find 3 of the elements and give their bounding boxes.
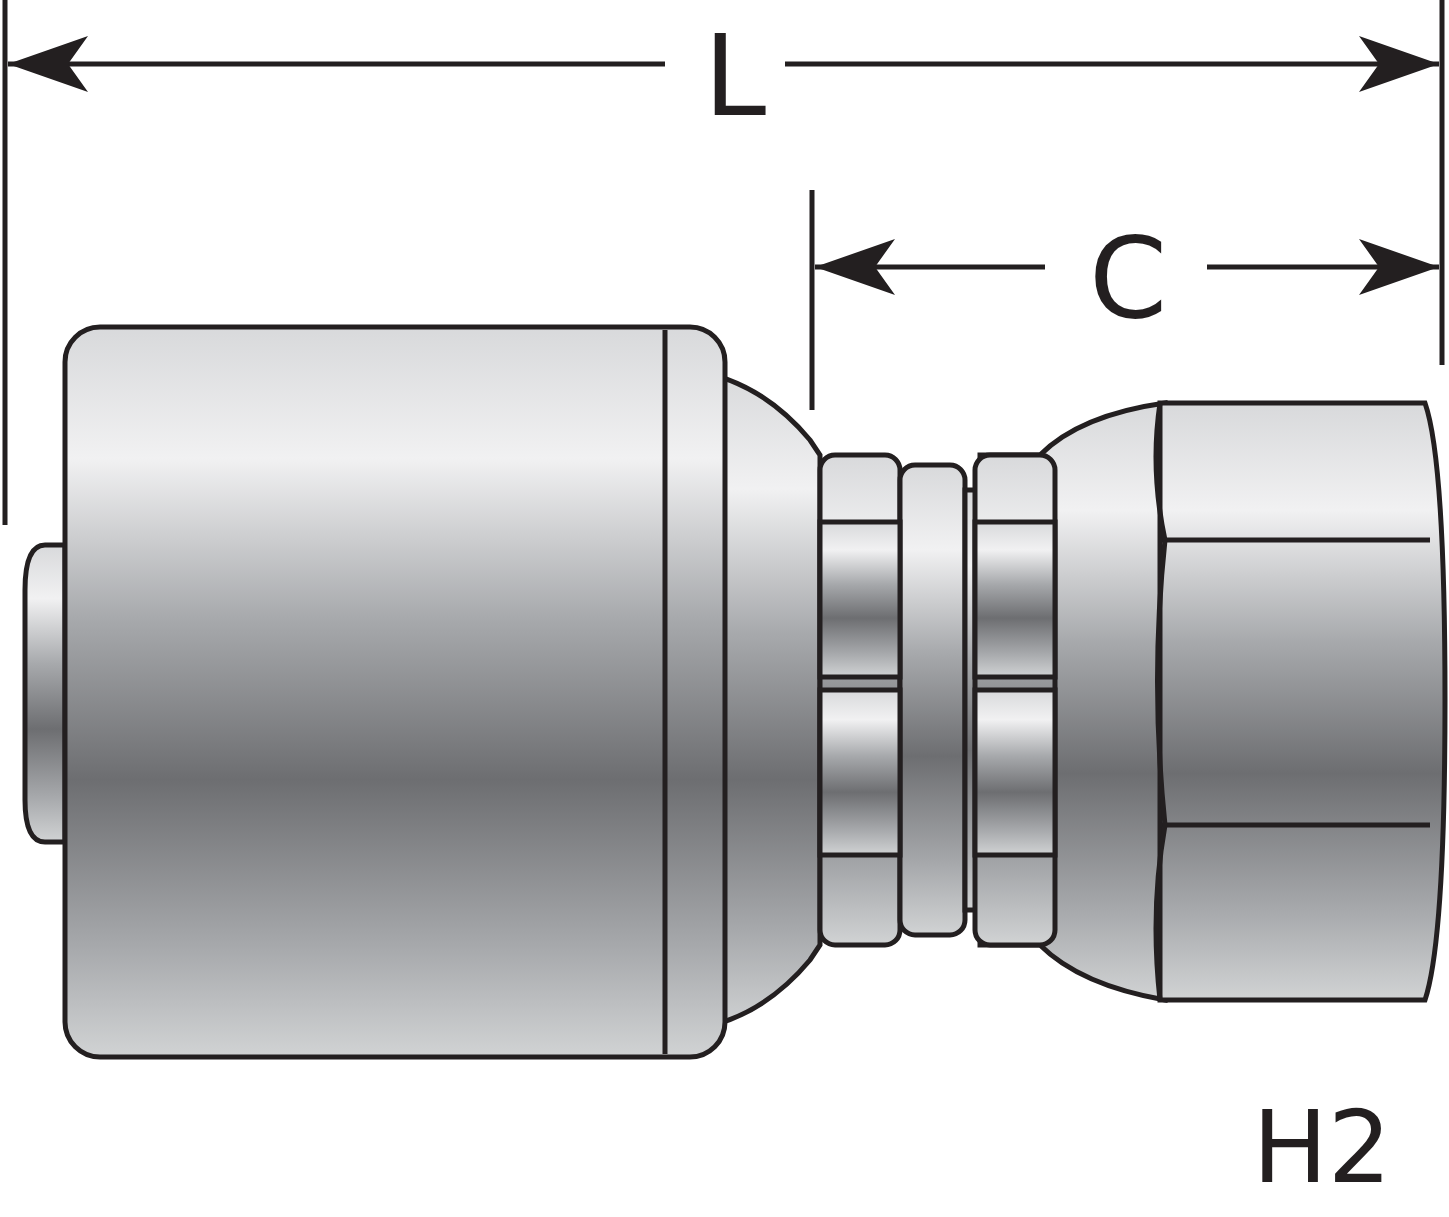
dimension-label: L xyxy=(703,20,767,132)
part-code: H2 xyxy=(1252,1098,1392,1198)
dimension-label: C xyxy=(1088,222,1168,334)
